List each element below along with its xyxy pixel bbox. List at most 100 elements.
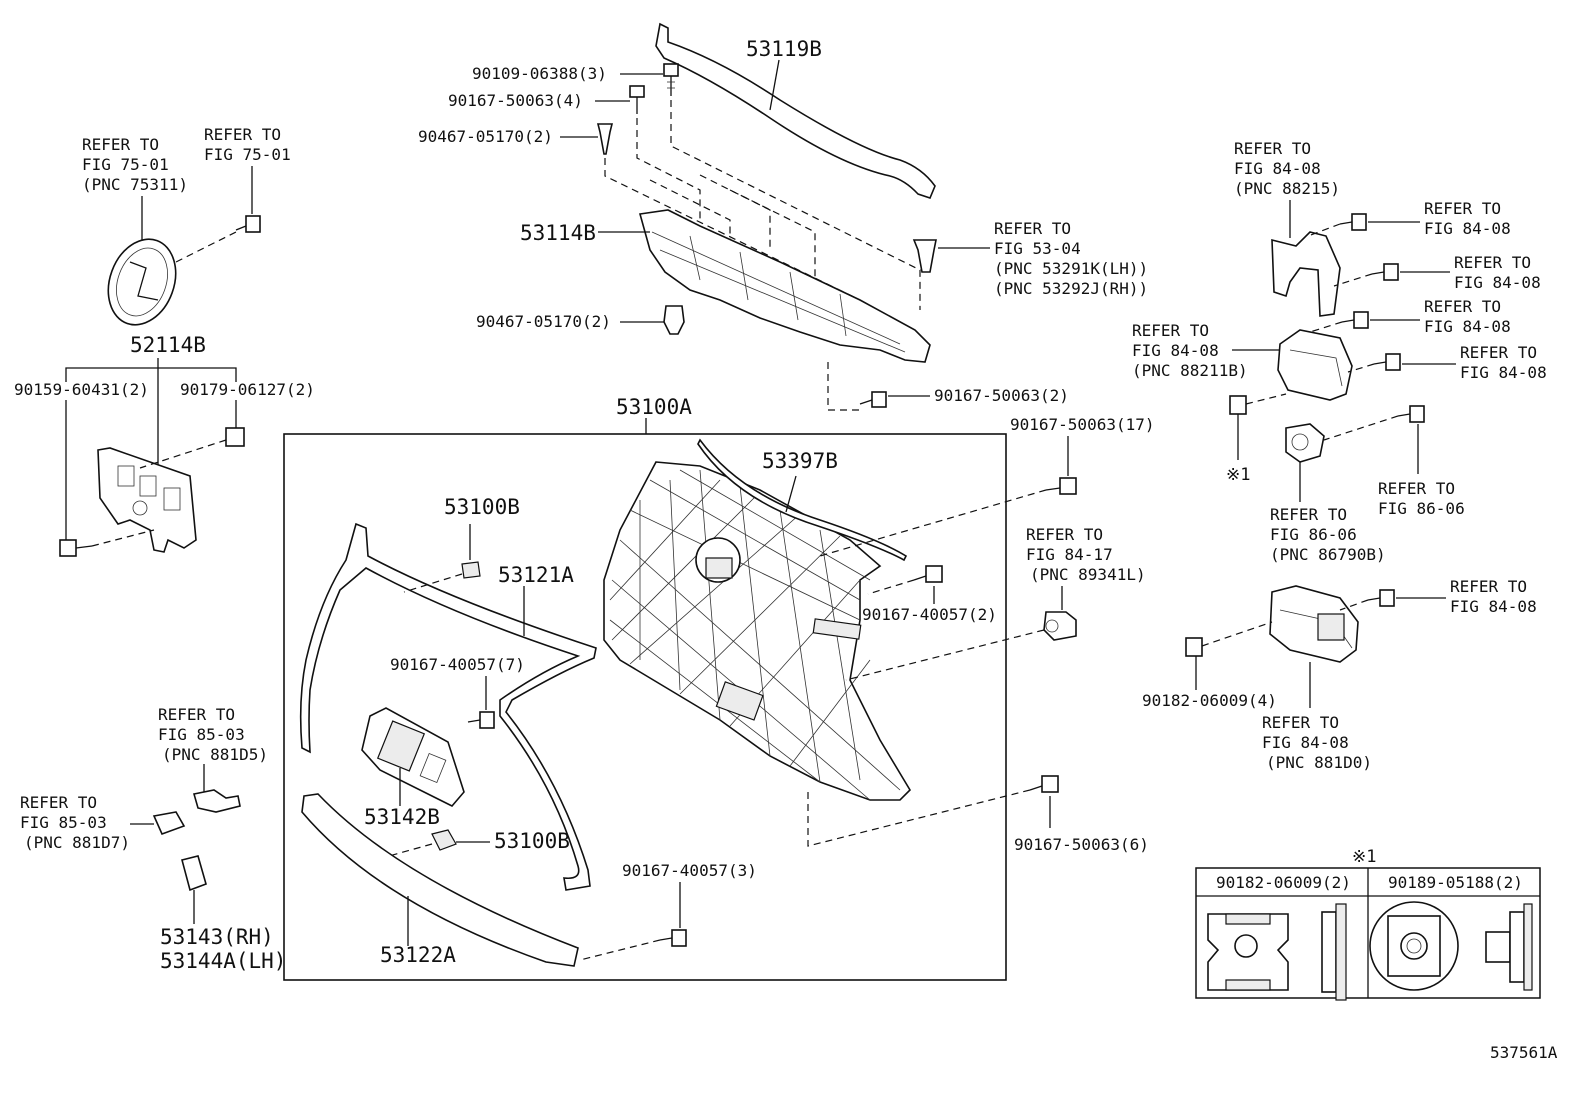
bolt-90167-40057-2 bbox=[913, 565, 943, 583]
bolt-90167-6 bbox=[1029, 775, 1059, 793]
label-refer-75-b: REFER TO bbox=[204, 125, 281, 144]
label-refer-8408-b: REFER TO bbox=[1424, 199, 1501, 218]
bolt-90167-40057-7 bbox=[467, 711, 495, 729]
label-53119b: 53119B bbox=[746, 37, 822, 61]
label-fig-8408-d: FIG 84-08 bbox=[1424, 317, 1511, 336]
bolt-8408-c bbox=[1371, 263, 1399, 281]
bolt-90167-2 bbox=[859, 391, 887, 408]
label-53114b: 53114B bbox=[520, 221, 596, 245]
clip-90467-a bbox=[596, 123, 614, 155]
clip-90467-b bbox=[663, 305, 685, 335]
bolt-90167-4 bbox=[629, 85, 645, 114]
bolt-90167-40057-3 bbox=[659, 929, 687, 947]
part-53114b-support bbox=[638, 209, 931, 363]
nut-90182-front-view bbox=[1207, 913, 1289, 991]
part-53122a-molding bbox=[301, 793, 579, 967]
label-refer-84-17: REFER TO bbox=[1026, 525, 1103, 544]
label-90167-4: 90167-50063(4) bbox=[448, 91, 583, 110]
label-53100b-a: 53100B bbox=[444, 495, 520, 519]
label-53100b-b: 53100B bbox=[494, 829, 570, 853]
label-fig-8408-e: FIG 84-08 bbox=[1132, 341, 1219, 360]
label-fig-85-b: FIG 85-03 bbox=[20, 813, 107, 832]
label-53144a: 53144A(LH) bbox=[160, 949, 286, 973]
label-refer-75-a: REFER TO bbox=[82, 135, 159, 154]
bolt-8408-g bbox=[1367, 589, 1395, 607]
label-fig-8408-h: FIG 84-08 bbox=[1262, 733, 1349, 752]
label-fig-85-a: FIG 85-03 bbox=[158, 725, 245, 744]
table-header-90182: 90182-06009(2) bbox=[1216, 873, 1351, 892]
label-pnc-53292j: (PNC 53292J(RH)) bbox=[994, 279, 1148, 298]
label-53143: 53143(RH) bbox=[160, 925, 274, 949]
bolt-8408-d bbox=[1341, 311, 1369, 329]
label-fig-8606-a: FIG 86-06 bbox=[1270, 525, 1357, 544]
nut-90182-side-view bbox=[1321, 903, 1347, 1001]
bolt-8408-b bbox=[1339, 213, 1367, 231]
label-90467-b: 90467-05170(2) bbox=[476, 312, 611, 331]
part-grille-53100a bbox=[603, 461, 912, 801]
label-fig-8408-c: FIG 84-08 bbox=[1454, 273, 1541, 292]
label-refer-8408-d: REFER TO bbox=[1424, 297, 1501, 316]
label-pnc-881d7: (PNC 881D7) bbox=[24, 833, 130, 852]
label-refer-8606-b: REFER TO bbox=[1378, 479, 1455, 498]
label-pnc-53291k: (PNC 53291K(LH)) bbox=[994, 259, 1148, 278]
label-90167-40057-2: 90167-40057(2) bbox=[862, 605, 997, 624]
nut-90189-side-view bbox=[1485, 903, 1533, 991]
part-sensor-881d0 bbox=[1269, 585, 1359, 663]
part-53100b-lower bbox=[431, 829, 457, 851]
bolt-90159 bbox=[59, 539, 93, 557]
label-90167-2: 90167-50063(2) bbox=[934, 386, 1069, 405]
assembly-53100a-frame bbox=[283, 433, 1007, 981]
label-pnc-881d0: (PNC 881D0) bbox=[1266, 753, 1372, 772]
label-refer-8408-f: REFER TO bbox=[1460, 343, 1537, 362]
label-fig-8408-f: FIG 84-08 bbox=[1460, 363, 1547, 382]
label-53100a: 53100A bbox=[616, 395, 692, 419]
nut-ref-1 bbox=[1229, 395, 1247, 415]
label-90109: 90109-06388(3) bbox=[472, 64, 607, 83]
label-fig-75-a: FIG 75-01 bbox=[82, 155, 169, 174]
label-ref-mark-2: ※1 bbox=[1352, 847, 1376, 867]
label-fig-84-17: FIG 84-17 bbox=[1026, 545, 1113, 564]
part-53100b-upper bbox=[461, 561, 481, 579]
bolt-emblem bbox=[235, 215, 261, 233]
label-90167-40057-7: 90167-40057(7) bbox=[390, 655, 525, 674]
label-refer-85-b: REFER TO bbox=[20, 793, 97, 812]
label-90167-40057-3: 90167-40057(3) bbox=[622, 861, 757, 880]
part-52114b-bracket bbox=[97, 447, 197, 553]
bolt-8408-f bbox=[1373, 353, 1401, 371]
label-fig-53-04: FIG 53-04 bbox=[994, 239, 1081, 258]
bolt-90167-17 bbox=[1045, 477, 1077, 495]
part-53119b-strip bbox=[655, 22, 936, 199]
label-refer-8606-a: REFER TO bbox=[1270, 505, 1347, 524]
part-bracket-88215 bbox=[1271, 231, 1341, 317]
label-52114b: 52114B bbox=[130, 333, 206, 357]
label-fig-75-b: FIG 75-01 bbox=[204, 145, 291, 164]
label-refer-8408-c: REFER TO bbox=[1454, 253, 1531, 272]
part-sensor-881d5 bbox=[192, 789, 241, 813]
label-pnc-88215: (PNC 88215) bbox=[1234, 179, 1340, 198]
figure-id: 537561A bbox=[1490, 1043, 1558, 1062]
label-pnc-75311: (PNC 75311) bbox=[82, 175, 188, 194]
part-cover-53143 bbox=[181, 855, 207, 892]
label-refer-8408-g: REFER TO bbox=[1450, 577, 1527, 596]
label-refer-8408-a: REFER TO bbox=[1234, 139, 1311, 158]
label-ref-mark-1: ※1 bbox=[1226, 465, 1250, 485]
part-cover-881d7 bbox=[152, 811, 186, 836]
label-53122a: 53122A bbox=[380, 943, 456, 967]
label-90167-6: 90167-50063(6) bbox=[1014, 835, 1149, 854]
nut-90189-front-view bbox=[1369, 901, 1459, 991]
part-53121a-molding bbox=[299, 522, 597, 891]
nut-90179 bbox=[225, 427, 245, 447]
label-pnc-86790b: (PNC 86790B) bbox=[1270, 545, 1386, 564]
label-pnc-881d5: (PNC 881D5) bbox=[162, 745, 268, 764]
label-fig-8408-g: FIG 84-08 bbox=[1450, 597, 1537, 616]
label-refer-53-04: REFER TO bbox=[994, 219, 1071, 238]
label-90182-4: 90182-06009(4) bbox=[1142, 691, 1277, 710]
part-sensor-86790b bbox=[1285, 423, 1325, 463]
clip-53291k bbox=[912, 239, 937, 273]
label-53397b: 53397B bbox=[762, 449, 838, 473]
reference-table bbox=[1195, 867, 1541, 999]
label-pnc-89341l: (PNC 89341L) bbox=[1030, 565, 1146, 584]
label-90159: 90159-60431(2) bbox=[14, 380, 149, 399]
part-53142b-bracket bbox=[361, 707, 465, 807]
label-53142b: 53142B bbox=[364, 805, 440, 829]
